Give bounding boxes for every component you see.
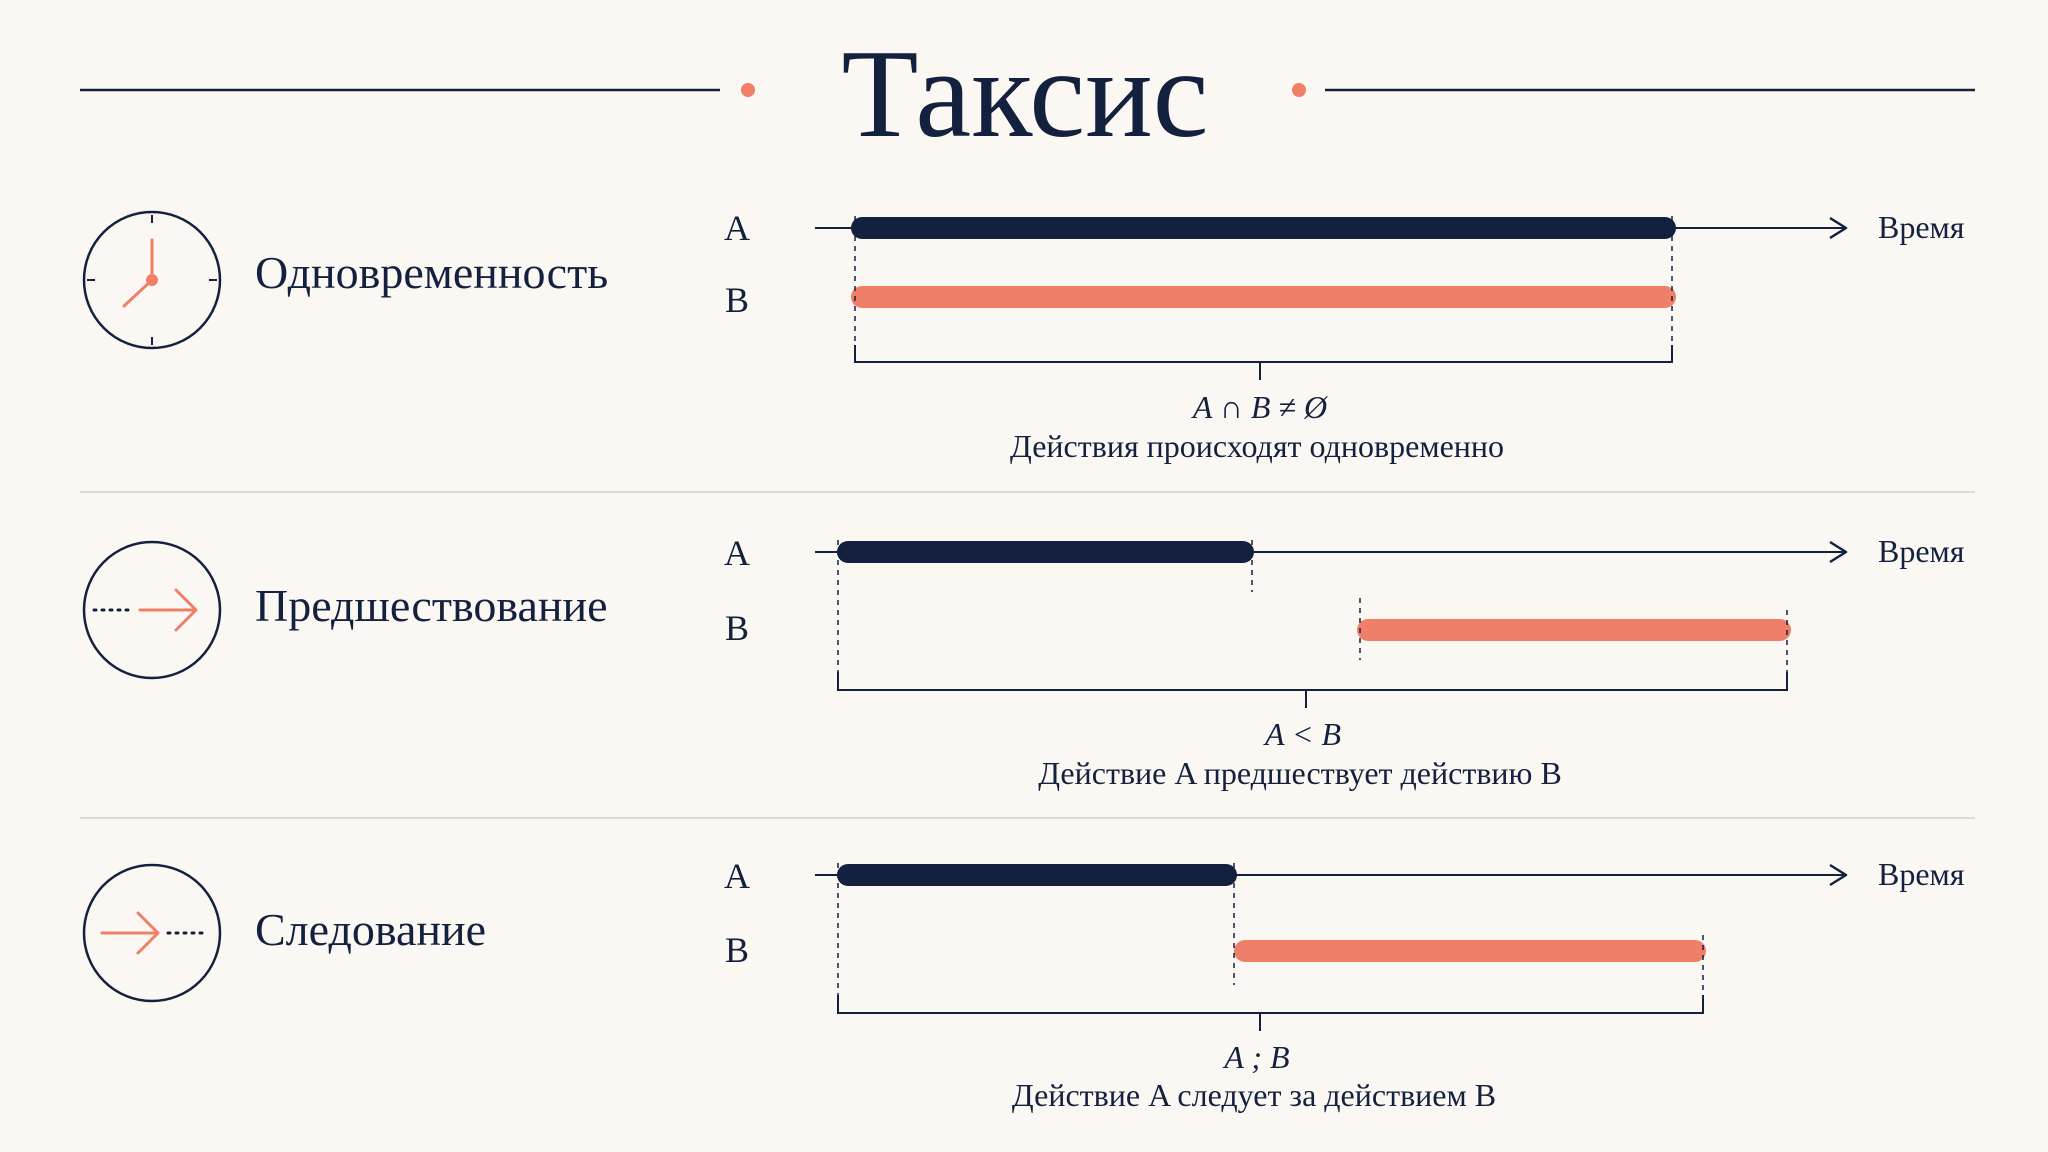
row-simultaneity: Одновременность A B Время A ∩ B ≠ Ø Дейс… [82,208,1965,464]
guide-lines [854,216,1673,345]
track-label-b: B [725,608,749,648]
row-succession: Следование A B Время A ; B Действие A сл… [82,856,1965,1113]
interval-brace [837,995,1704,1031]
formula: A ; B [1222,1039,1289,1075]
row-label-precedence: Предшествование [255,580,608,631]
time-axis-label: Время [1878,856,1965,892]
interval-brace [837,672,1788,708]
interval-brace [854,345,1673,380]
guide-lines [837,863,1704,995]
formula: A < B [1263,716,1341,752]
page-title: Таксис [841,25,1208,164]
caption: Действие A предшествует действию B [1038,755,1562,791]
guide-lines [837,540,1788,672]
row-precedence: Предшествование A B Время A < B Действие… [82,533,1965,791]
track-label-a: A [724,208,750,248]
row-label-simultaneity: Одновременность [255,247,608,298]
time-axis-label: Время [1878,209,1965,245]
track-label-b: B [725,280,749,320]
row-label-succession: Следование [255,904,486,955]
dotted-arrow-right-icon [82,540,222,680]
header-dot-right [1292,83,1306,97]
clock-icon [82,210,222,350]
track-label-a: A [724,856,750,896]
time-axis-label: Время [1878,533,1965,569]
track-label-a: A [724,533,750,573]
header-dot-left [741,83,755,97]
track-label-b: B [725,930,749,970]
caption: Действия происходят одновременно [1010,428,1504,464]
header: Таксис [80,25,1975,164]
caption: Действие A следует за действием B [1012,1077,1496,1113]
formula: A ∩ B ≠ Ø [1191,389,1329,425]
arrow-dotted-right-icon [82,863,222,1003]
